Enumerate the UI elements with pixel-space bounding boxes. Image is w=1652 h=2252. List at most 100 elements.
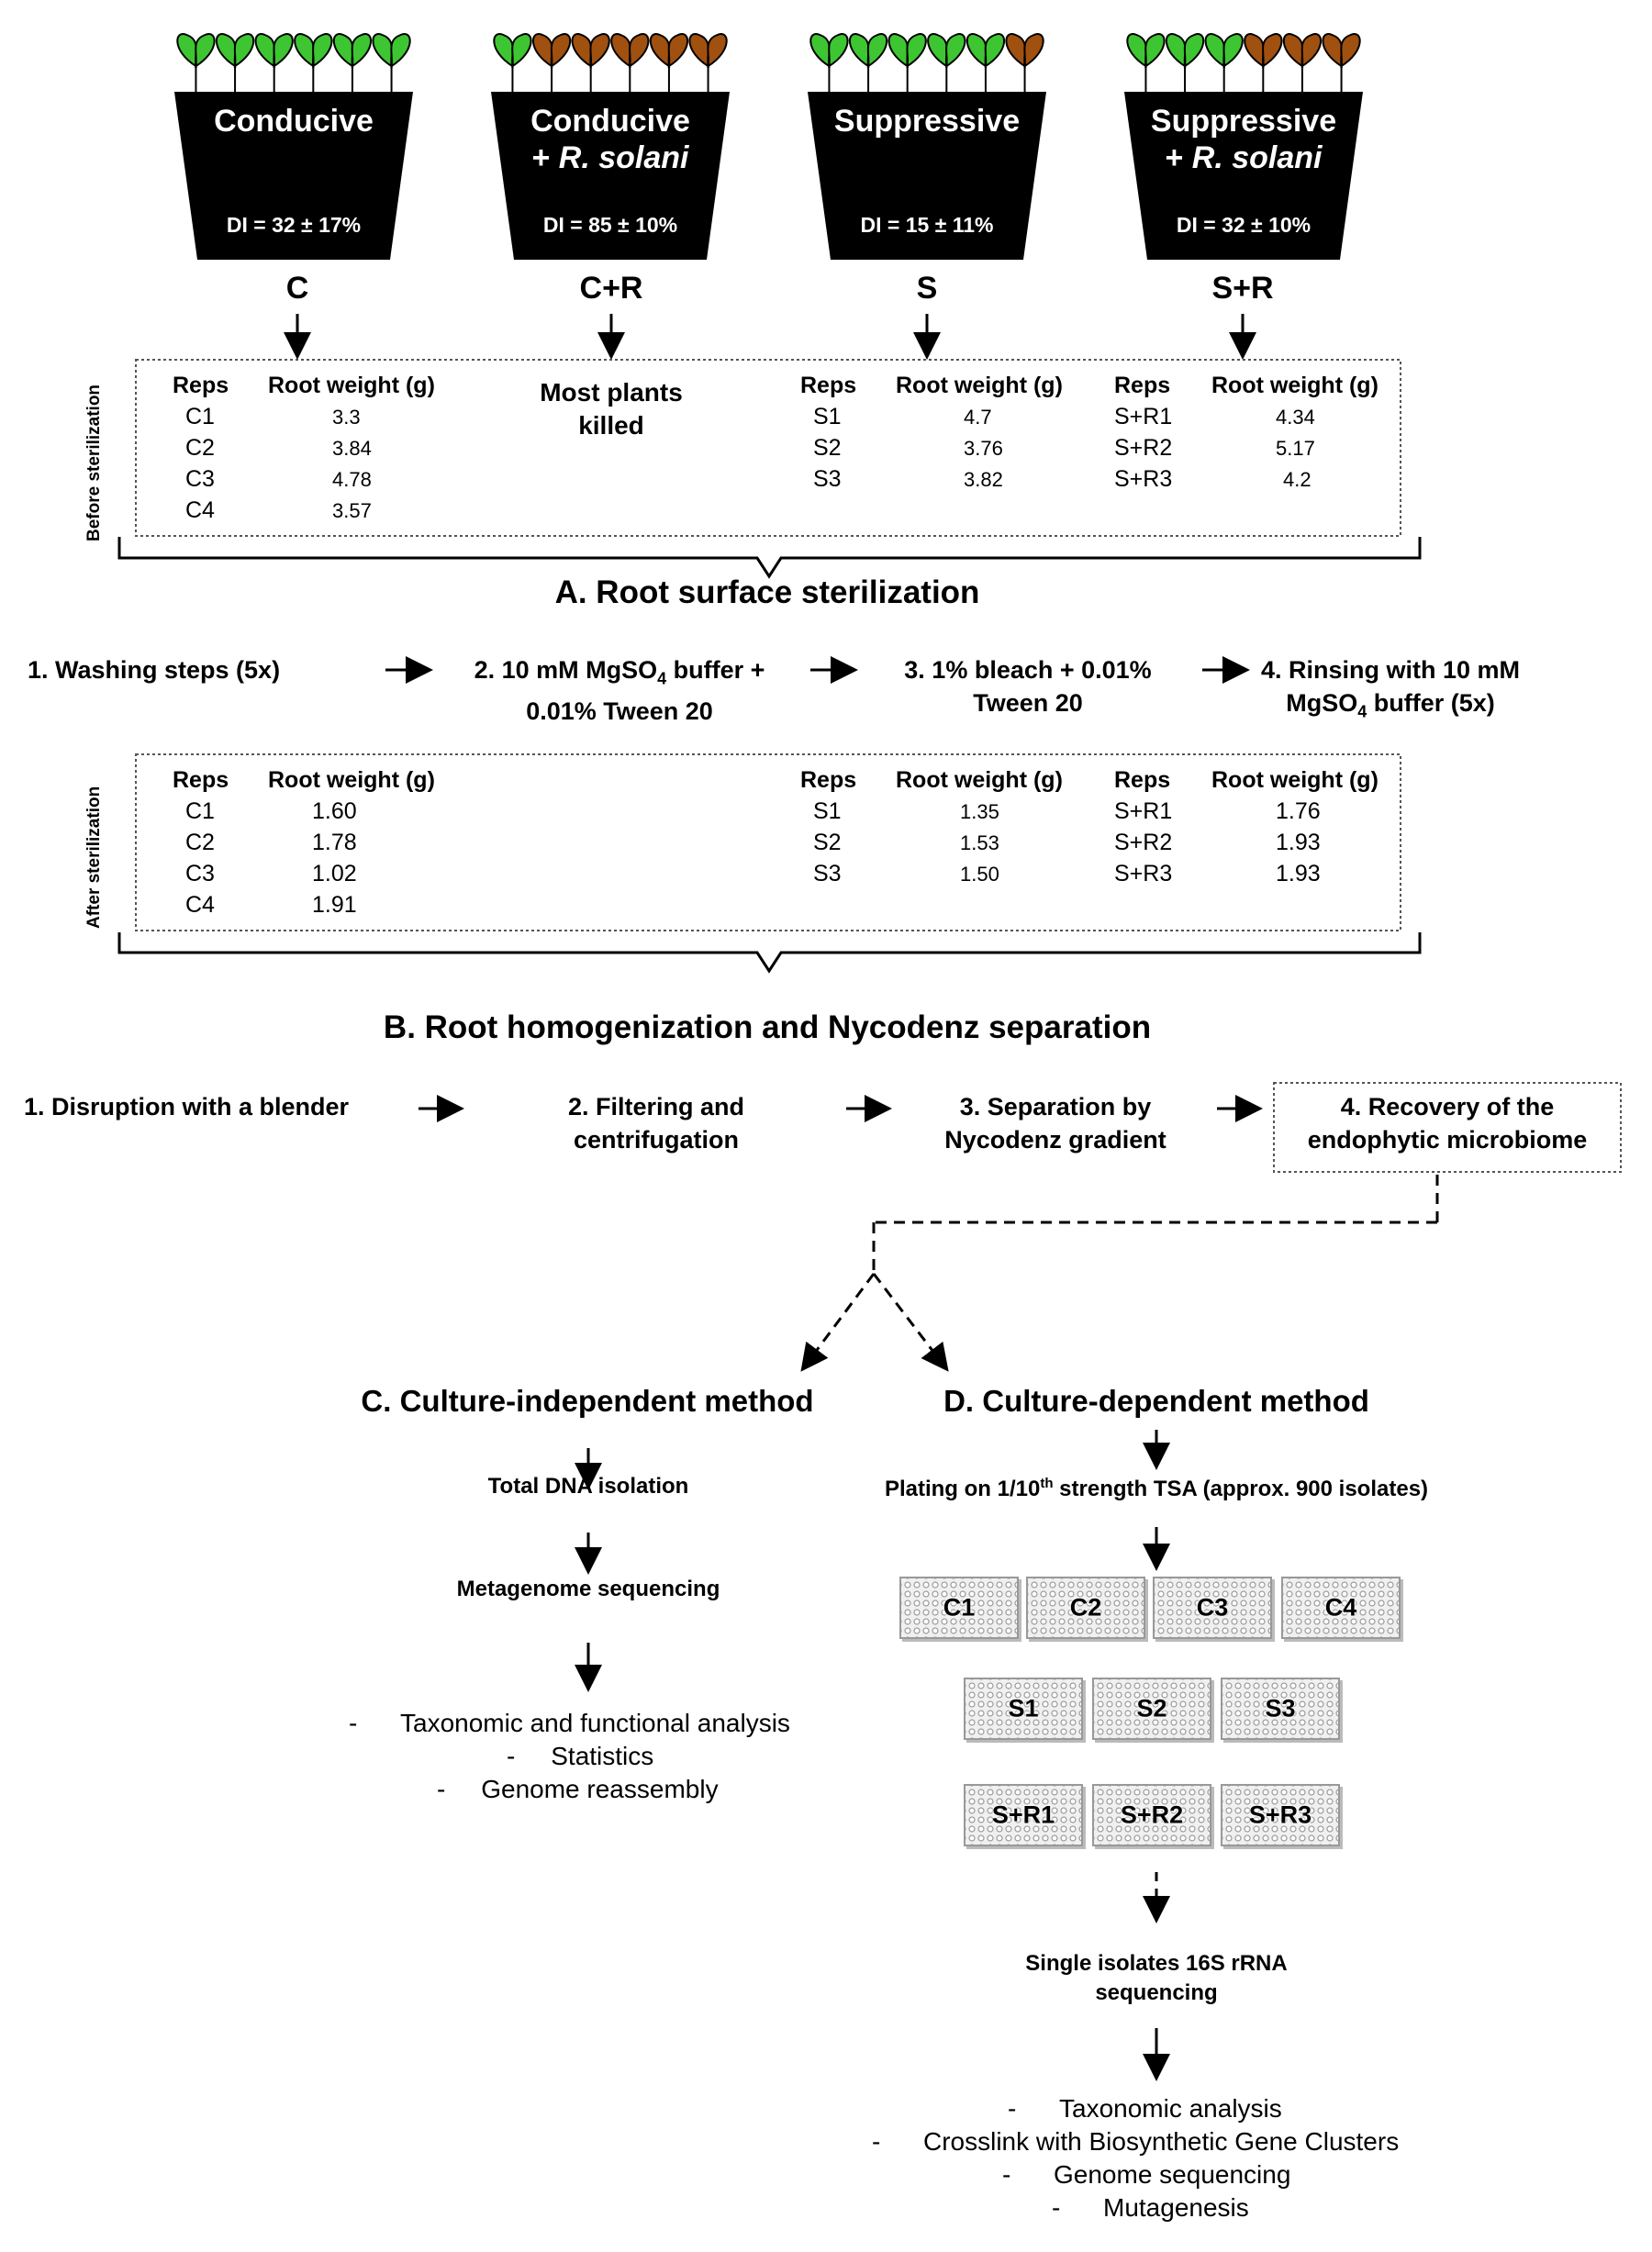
section-d-bullet: - Genome sequencing [1002,2160,1291,2189]
section-a-title: A. Root surface sterilization [554,574,980,610]
before-s-weight: 4.7 [964,406,992,429]
section-a-step2: 2. 10 mM MgSO4 buffer + 0.01% Tween 20 [474,656,765,726]
after-c-weight: 1.60 [312,798,357,824]
section-b-title: B. Root homogenization and Nycodenz sepa… [383,1009,1152,1045]
seedling-diseased [1005,33,1044,94]
seedling-diseased [1244,33,1283,94]
before-s-rep: S3 [813,466,842,492]
section-a-step1: 1. Washing steps (5x) [28,656,281,684]
section-c-bullet: - Taxonomic and functional analysis [349,1709,790,1737]
recovery-box [1273,1082,1622,1173]
before-s-rep: S1 [813,404,842,429]
after-sr-rep: S+R1 [1114,798,1173,824]
before-c-rep: C4 [185,497,215,523]
after-c-weight: 1.78 [312,830,357,855]
seedling-healthy [848,33,888,94]
after-sr-weight: 1.76 [1276,798,1321,824]
seedling-healthy [215,33,255,94]
before-sr-rep: S+R2 [1114,435,1173,461]
section-a-step3: 3. 1% bleach + 0.01%Tween 20 [904,656,1152,717]
brace-a [117,537,1422,579]
after-s-rep: S3 [813,861,842,886]
after-sr-weight: 1.93 [1276,861,1321,886]
after-c-weight: 1.91 [312,892,357,918]
after-table-box [135,753,1401,931]
section-c-title: C. Culture-independent method [361,1384,814,1418]
after-sr-rep: S+R3 [1114,861,1173,886]
before-c-rep: C1 [185,404,215,429]
plate-c1: C1 [899,1577,1019,1639]
section-d-bullet: - Mutagenesis [1052,2193,1249,2222]
before-s-rep: S2 [813,435,842,461]
section-d-bullet: - Crosslink with Biosynthetic Gene Clust… [872,2127,1400,2156]
after-s-weight: 1.53 [960,831,999,854]
before-sterilization-label: Before sterilization [84,384,104,541]
before-s-weight-header: Root weight (g) [896,373,1063,398]
seedling-diseased [1322,33,1361,94]
seedling-healthy [1126,33,1166,94]
di-conducive-rsolani: DI = 85 ± 10% [542,213,678,237]
before-c-weight: 3.84 [332,437,372,460]
before-c-rep: C3 [185,466,215,492]
before-sr-weight: 5.17 [1276,437,1315,460]
section-d-title: D. Culture-dependent method [943,1384,1369,1418]
code-cr: C+R [579,271,643,306]
seedling-healthy [927,33,966,94]
seedling-healthy [294,33,333,94]
seedling-diseased [1282,33,1323,94]
after-sr-reps-header: Reps [1114,767,1171,793]
pot-conducive [174,92,413,260]
after-c-reps-header: Reps [173,767,229,793]
brace-b [117,932,1422,974]
code-c: C [285,271,309,306]
after-s-weight: 1.35 [960,800,999,823]
section-c-step1: Total DNA isolation [487,1474,689,1499]
after-s-weight-header: Root weight (g) [896,767,1063,793]
before-sr-rep: S+R1 [1114,404,1173,429]
after-s-reps-header: Reps [800,767,857,793]
after-c-rep: C3 [185,861,215,886]
seedling-diseased [649,33,689,94]
before-s-weight: 3.82 [964,468,1003,491]
section-d-bullet: - Taxonomic analysis [1008,2094,1282,2123]
before-s-weight: 3.76 [964,437,1003,460]
after-sr-weight-header: Root weight (g) [1211,767,1379,793]
pot-label-suppressive: Suppressive [833,104,1021,139]
after-sterilization-label: After sterilization [84,786,104,929]
after-c-weight: 1.02 [312,861,357,886]
seedling-healthy [176,33,216,94]
before-sr-rep: S+R3 [1114,466,1173,492]
pot-label-conducive-rsolani: Conducive + R. solani [530,104,690,175]
after-sr-weight: 1.93 [1276,830,1321,855]
after-s-weight: 1.50 [960,863,999,886]
before-c-reps-header: Reps [173,373,229,398]
section-c-bullet: - Genome reassembly [437,1775,719,1803]
code-sr: S+R [1211,271,1274,306]
before-sr-reps-header: Reps [1114,373,1171,398]
after-c-rep: C1 [185,798,215,824]
seedling-diseased [531,33,572,94]
seedling-diseased [571,33,610,94]
seedling-healthy [887,33,927,94]
plate-c4: C4 [1281,1577,1401,1639]
section-d-plating: Plating on 1/10th strength TSA (approx. … [884,1476,1429,1501]
plate-sr3: S+R3 [1221,1784,1340,1846]
before-c-weight: 3.3 [332,406,361,429]
plate-sr1: S+R1 [964,1784,1083,1846]
after-c-rep: C2 [185,830,215,855]
seedling-healthy [332,33,373,94]
before-s-reps-header: Reps [800,373,857,398]
pot-label-suppressive-rsolani: Suppressive + R. solani [1150,104,1337,175]
before-c-weight-header: Root weight (g) [268,373,435,398]
section-c-step2: Metagenome sequencing [456,1577,720,1601]
di-suppressive: DI = 15 ± 11% [860,213,994,237]
before-sr-weight: 4.2 [1283,468,1312,491]
pot-label-conducive: Conducive [214,104,374,139]
before-table-box [135,359,1401,537]
seedlings-group [176,33,1361,94]
after-sr-rep: S+R2 [1114,830,1173,855]
plate-c2: C2 [1026,1577,1145,1639]
after-s-rep: S1 [813,798,842,824]
